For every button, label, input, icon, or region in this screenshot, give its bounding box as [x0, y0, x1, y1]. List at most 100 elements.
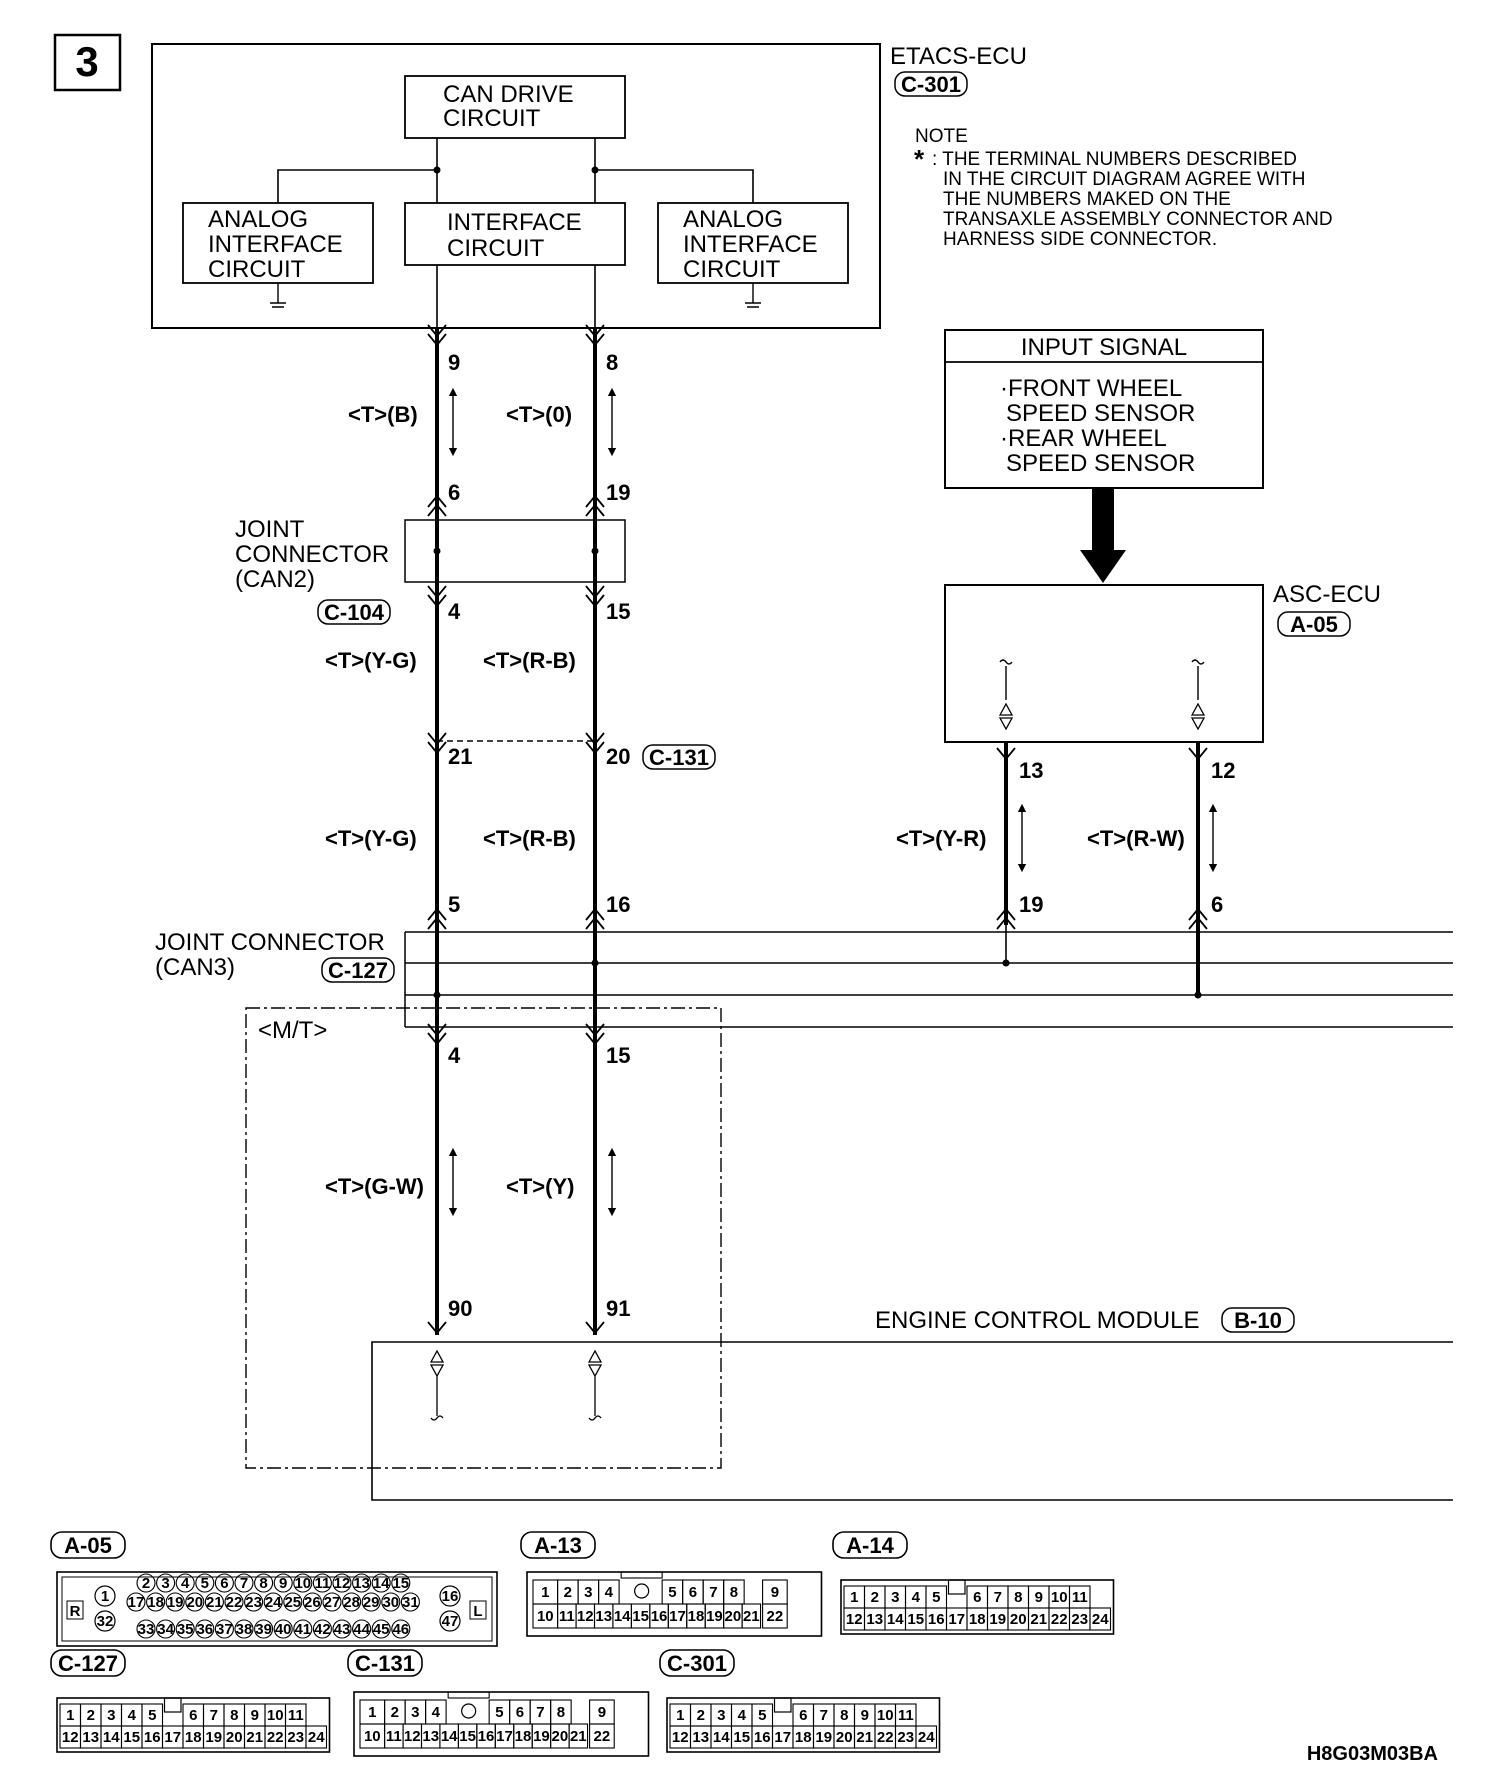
a05-pin-circle [283, 1592, 303, 1612]
c127-pin-number: 5 [148, 1707, 156, 1724]
a05-pin-number: 31 [402, 1594, 419, 1611]
wire-seg2-left: <T>(Y-G) [325, 648, 417, 673]
c131-key-circle [461, 1703, 477, 1719]
ecm-pin-right: 91 [606, 1296, 630, 1321]
c131-pin-number: 1 [368, 1704, 376, 1721]
a05-pin-circle [371, 1619, 391, 1639]
note-line1: : THE TERMINAL NUMBERS DESCRIBED [932, 149, 1297, 170]
a05-pin-number: 29 [363, 1594, 380, 1611]
ecm-connector-ref [1221, 1307, 1295, 1333]
a05-pin-circle [361, 1592, 381, 1612]
input-signal-line1: ·FRONT WHEEL [1000, 375, 1182, 402]
a05-pin-number: 25 [284, 1594, 301, 1611]
a13-pin-cell [741, 1603, 762, 1629]
c301-pin-number: 19 [815, 1729, 832, 1746]
page-number-box: 3 [53, 33, 122, 92]
c301-pin-number: 22 [877, 1729, 894, 1746]
analog-right-line1: ANALOG [683, 206, 783, 233]
a05-pin-circle [136, 1619, 156, 1639]
a05-pin-circle [312, 1573, 332, 1593]
a14-pin-number: 4 [912, 1589, 921, 1606]
c131-pin-number: 11 [386, 1728, 402, 1745]
a05-pin-number: 10 [294, 1575, 311, 1592]
c301-pin-number: 9 [861, 1707, 869, 1724]
a14-pin-number: 1 [850, 1589, 858, 1606]
analog-right-line3: CIRCUIT [683, 256, 781, 283]
connector-c131-junction: 21 20 C-131 [448, 744, 716, 770]
wire-seg1-left: <T>(B) [348, 402, 418, 427]
c301-pin-number: 5 [758, 1707, 766, 1724]
wire-seg2-right: <T>(R-B) [483, 648, 576, 673]
interface-line1: INTERFACE [447, 209, 582, 236]
a14-pin-number: 23 [1071, 1611, 1088, 1628]
a14-pin-number: 11 [1072, 1589, 1088, 1606]
asc-bottom-pin-left: 19 [1019, 892, 1043, 917]
a05-pin-circle [185, 1592, 205, 1612]
c127-pin-number: 22 [267, 1729, 284, 1746]
a14-label: A-14 [846, 1533, 894, 1558]
a14-pin-number: 5 [932, 1589, 940, 1606]
a05-pin-circle [400, 1592, 420, 1612]
a14-pin-number: 12 [846, 1611, 863, 1628]
c127-pin-number: 21 [246, 1729, 263, 1746]
a05-pin-circle [126, 1592, 146, 1612]
a05-pin-number: 3 [161, 1575, 169, 1592]
asc-connector: A-05 [1290, 612, 1338, 637]
c131-pin-number: 21 [570, 1728, 587, 1745]
c127-pin-number: 2 [87, 1707, 95, 1724]
a14-pin-number: 2 [871, 1589, 879, 1606]
c131-pin-number: 6 [516, 1704, 524, 1721]
note-block: NOTE * : THE TERMINAL NUMBERS DESCRIBED … [914, 126, 1333, 250]
c301-pin-number: 24 [918, 1729, 935, 1746]
c301-lock-tab [773, 1697, 792, 1713]
c127-pin-number: 4 [128, 1707, 137, 1724]
asc-pin-left: 13 [1019, 758, 1043, 783]
a05-pin-circle [332, 1619, 352, 1639]
a05-pin-circle [391, 1573, 411, 1593]
a14-lock-tab [947, 1579, 966, 1595]
c131-pin-cell [568, 1723, 589, 1749]
a05-pin-number: 13 [353, 1575, 370, 1592]
can2-connector-ref [317, 599, 391, 625]
can3-label-line2: (CAN3) [155, 954, 235, 981]
a05-pin-circle [224, 1592, 244, 1612]
a05-pin-circle [244, 1592, 264, 1612]
c131-pin-number: 22 [594, 1728, 611, 1745]
a05-pin-circle [322, 1592, 342, 1612]
a13-pin-number: 8 [730, 1584, 738, 1601]
c131-connector: C-131 [649, 745, 709, 770]
a05-pin-circle [136, 1573, 156, 1593]
a05-pin-circle [254, 1619, 274, 1639]
a05-pin-number: 22 [226, 1594, 243, 1611]
a05-pin-number: 30 [382, 1594, 399, 1611]
a14-pin-number: 13 [866, 1611, 883, 1628]
a05-pin-number: 12 [334, 1575, 351, 1592]
a13-pin-number: 7 [709, 1584, 717, 1601]
analog-left-line2: INTERFACE [208, 231, 343, 258]
input-signal-title: INPUT SIGNAL [1021, 334, 1187, 361]
c301-pin-number: 13 [692, 1729, 709, 1746]
a05-pin-number: 34 [157, 1621, 174, 1638]
a05-pin-circle [293, 1573, 313, 1593]
c301-pin-number: 1 [676, 1707, 684, 1724]
c127-pin-number: 11 [288, 1707, 304, 1724]
a05-pin-circle [214, 1619, 234, 1639]
a13-pin-number: 1 [541, 1584, 549, 1601]
a05-pin-number: 42 [314, 1621, 331, 1638]
a05-pin-number: 36 [196, 1621, 213, 1638]
etacs-ecu: ETACS-ECU C-301 CAN DRIVE CIRCUIT INTERF… [151, 43, 1027, 329]
a05-pin-circle [312, 1619, 332, 1639]
c127-pin-number: 18 [185, 1729, 202, 1746]
wire-seg3-left: <T>(Y-G) [325, 826, 417, 851]
can-drive-circuit-box [404, 75, 626, 139]
analog-right-line2: INTERFACE [683, 231, 818, 258]
a14-pin-number: 14 [887, 1611, 904, 1628]
a13-pin-number: 14 [614, 1608, 631, 1625]
can-drive-line1: CAN DRIVE [443, 81, 574, 108]
c131-pin-number: 10 [364, 1728, 381, 1745]
c301-pin-number: 20 [836, 1729, 853, 1746]
a05-pin-number: 18 [147, 1594, 164, 1611]
a13-pin-number: 15 [632, 1608, 649, 1625]
